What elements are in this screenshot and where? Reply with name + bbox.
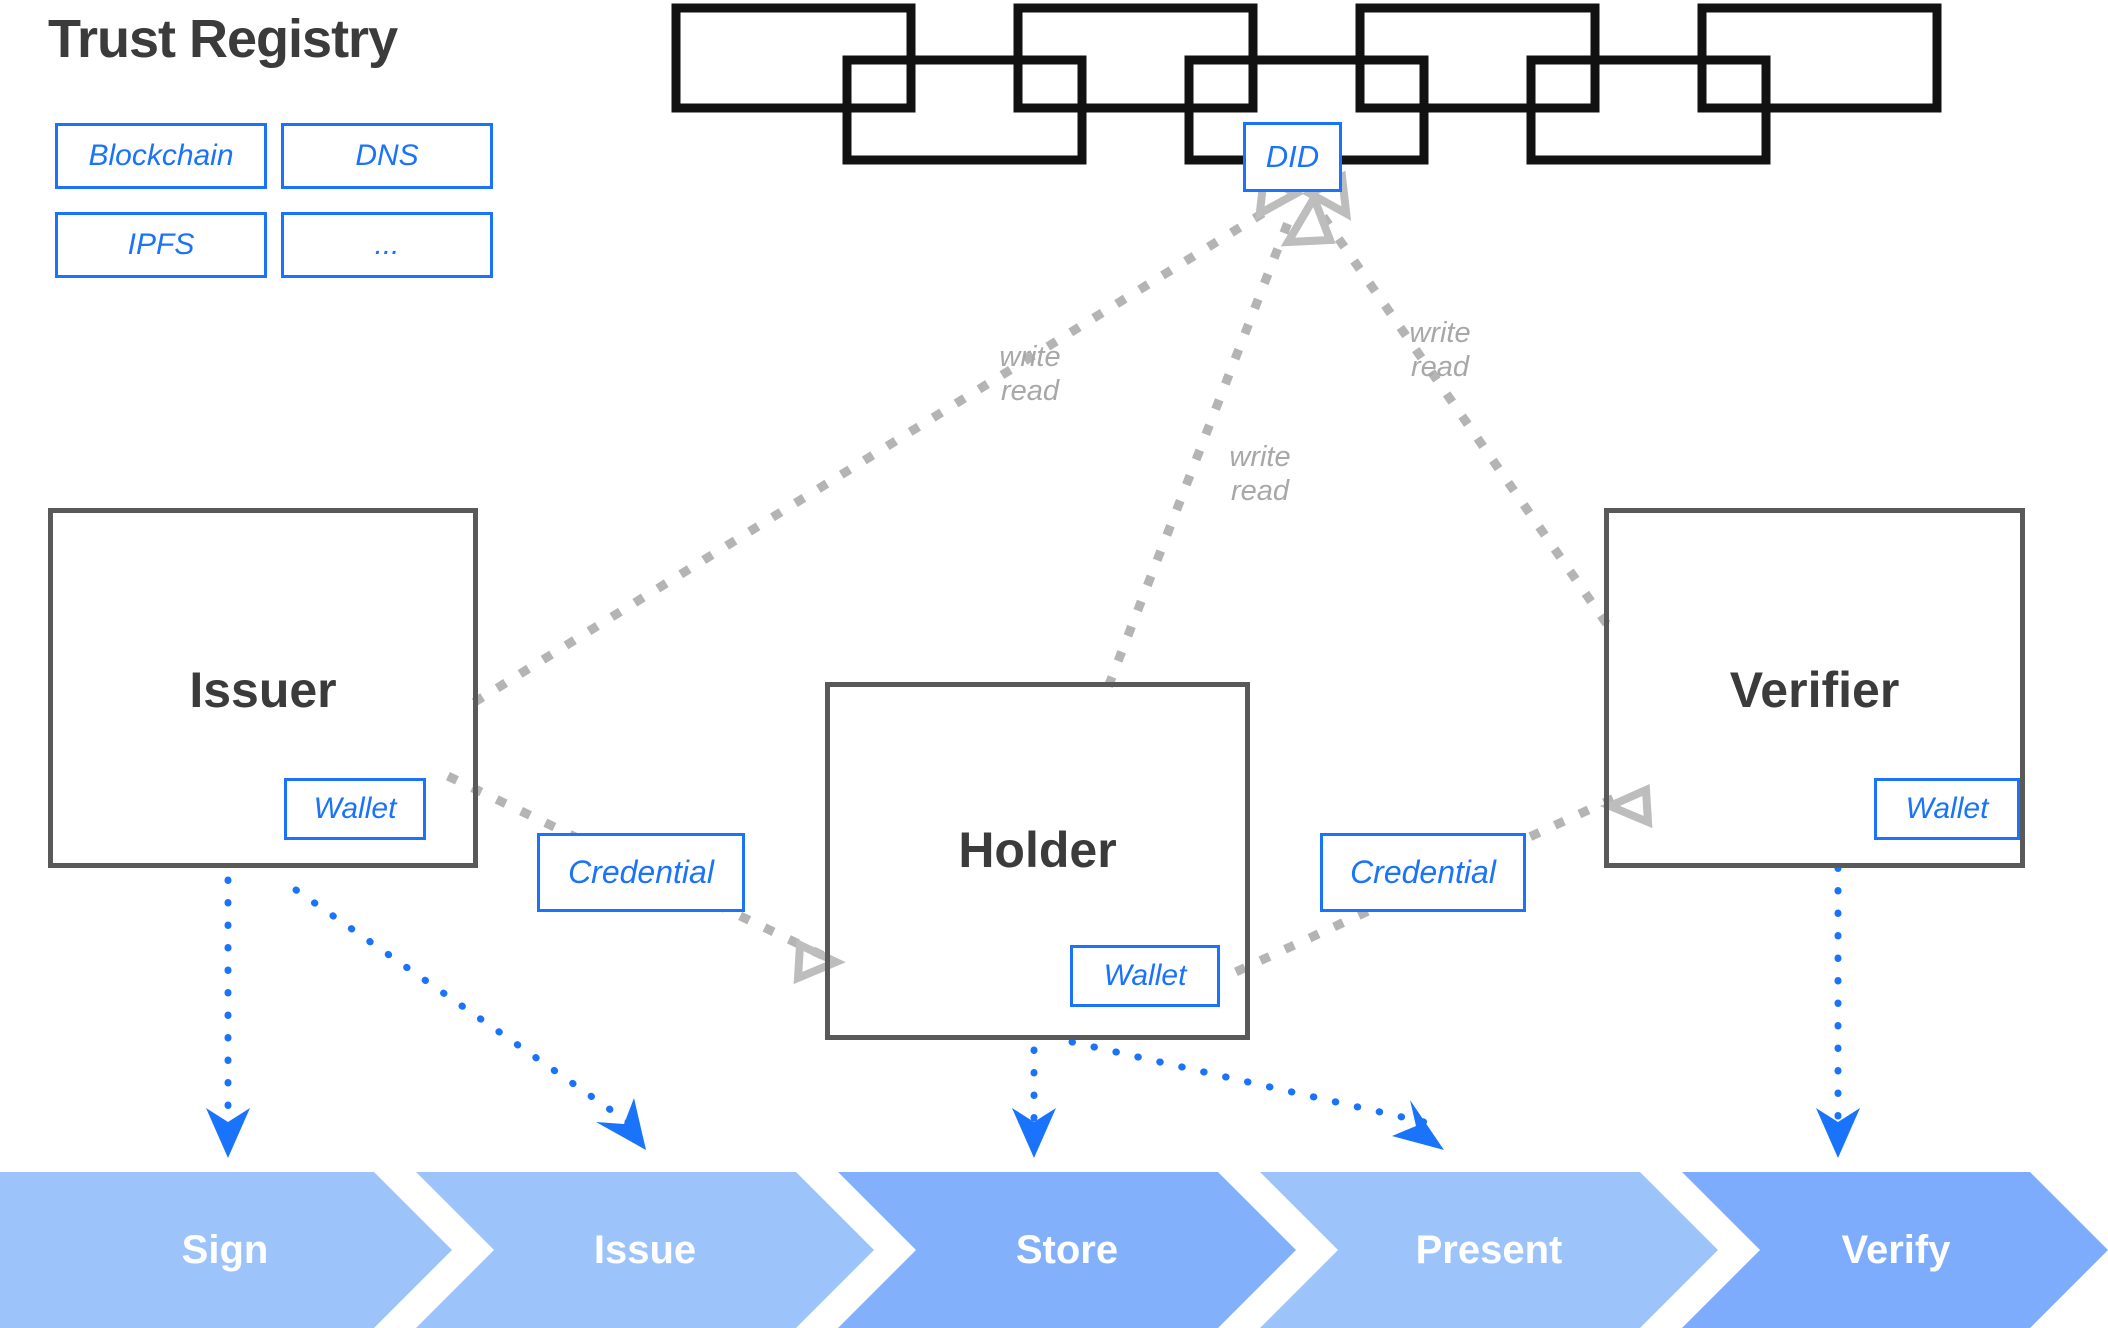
registry-chip-dns[interactable]: DNS (281, 123, 493, 189)
pipeline-arrowheads (206, 1098, 1860, 1158)
pipeline-step-sign[interactable]: Sign (181, 1227, 269, 1272)
registry-chip-label: Blockchain (88, 139, 234, 172)
read-text: read (1000, 375, 1060, 408)
credential-box-present[interactable]: Credential (1320, 833, 1526, 912)
pipeline-step-issue[interactable]: Issue (593, 1227, 697, 1272)
holder-present-line (1068, 1038, 1428, 1126)
chevron-verify (1682, 1172, 2108, 1328)
registry-link-label-holder: write read (1190, 440, 1330, 508)
credential-label: Credential (568, 854, 714, 890)
registry-chip-label: DNS (355, 139, 419, 172)
actor-label-issuer: Issuer (189, 662, 337, 718)
verifier-did-line (1313, 205, 1611, 627)
actor-box-verifier[interactable] (1604, 508, 2025, 868)
read-text: read (1410, 351, 1470, 384)
pipeline-step-verify[interactable]: Verify (1841, 1227, 1951, 1272)
holder-did-line (1104, 206, 1298, 688)
write-text: write (1229, 441, 1291, 473)
pipeline-step-store[interactable]: Store (1015, 1227, 1119, 1272)
write-text: write (1409, 317, 1471, 349)
credential-label: Credential (1350, 854, 1496, 890)
did-label: DID (1265, 139, 1320, 174)
issuer-did-line (471, 203, 1275, 707)
chevron-sign (0, 1172, 452, 1328)
credential-flow-lines (445, 771, 1616, 976)
chevron-present (1260, 1172, 1718, 1328)
registry-chip-label: IPFS (127, 228, 195, 261)
actor-box-issuer[interactable] (48, 508, 478, 868)
did-box[interactable]: DID (1243, 122, 1342, 192)
pipeline-arrow-lines (224, 864, 1842, 1126)
wallet-box-issuer[interactable]: Wallet (284, 778, 426, 840)
write-text: write (999, 341, 1061, 373)
wallet-box-verifier[interactable]: Wallet (1874, 778, 2020, 840)
registry-link-label-issuer: write read (960, 340, 1100, 408)
registry-link-label-verifier: write read (1370, 316, 1510, 384)
issuer-issue-line (292, 886, 632, 1126)
registry-chip-ipfs[interactable]: IPFS (55, 212, 267, 278)
registry-chip-label: ... (374, 228, 400, 261)
registry-chip-blockchain[interactable]: Blockchain (55, 123, 267, 189)
chevron-issue (416, 1172, 874, 1328)
registry-chip-more[interactable]: ... (281, 212, 493, 278)
pipeline-step-present[interactable]: Present (1415, 1227, 1563, 1272)
actor-box-holder[interactable] (825, 682, 1250, 1040)
chevron-store (838, 1172, 1296, 1328)
pipeline-chevrons (0, 1172, 2108, 1328)
credential-box-issue[interactable]: Credential (537, 833, 745, 912)
page-title: Trust Registry (48, 9, 398, 69)
wallet-label: Wallet (1905, 792, 1989, 825)
registry-link-lines (471, 203, 1611, 707)
read-text: read (1230, 475, 1290, 508)
credential-arrowheads (793, 784, 1653, 985)
wallet-label: Wallet (313, 792, 397, 825)
actor-label-holder: Holder (958, 822, 1117, 878)
wallet-label: Wallet (1103, 959, 1187, 992)
actor-label-verifier: Verifier (1729, 662, 1900, 718)
issue-credential-line (445, 771, 835, 965)
wallet-box-holder[interactable]: Wallet (1070, 945, 1220, 1007)
